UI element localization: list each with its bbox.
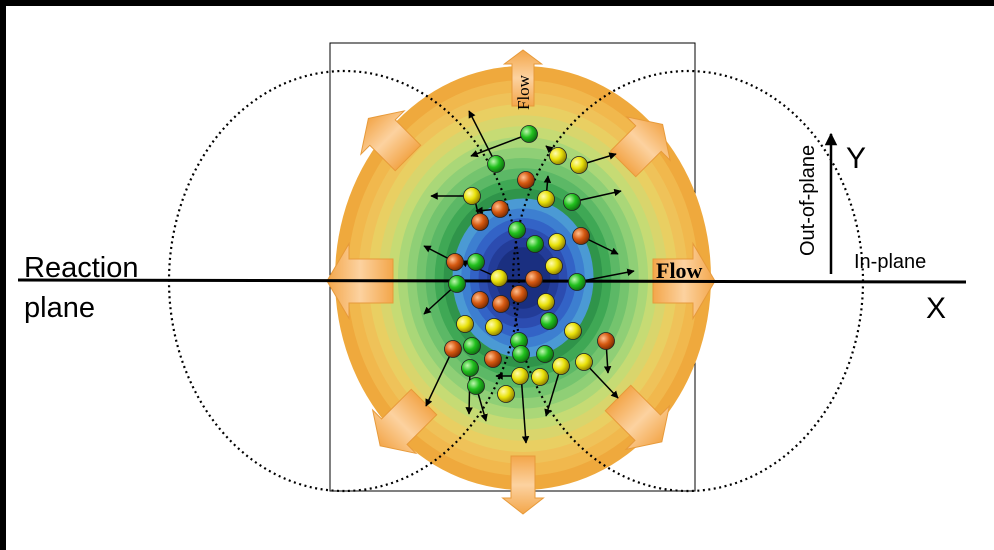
- particle-red: [491, 200, 509, 218]
- particle-red: [517, 171, 535, 189]
- particle-green: [467, 377, 485, 395]
- particle-yellow: [463, 187, 481, 205]
- block-arrow-icon: [604, 384, 671, 451]
- momentum-arrow: [470, 133, 530, 158]
- particle-yellow: [537, 190, 555, 208]
- particle-yellow: [570, 156, 588, 174]
- particle-yellow: [537, 293, 555, 311]
- particle-red: [572, 227, 590, 245]
- flow-out-of-plane-label: Flow: [514, 75, 533, 110]
- particle-red: [597, 332, 615, 350]
- particle-yellow: [552, 357, 570, 375]
- particle-yellow: [490, 269, 508, 287]
- momentum-arrow: [520, 373, 530, 444]
- particle-green: [508, 221, 526, 239]
- block-arrow-icon: [609, 116, 671, 178]
- particle-red: [444, 340, 462, 358]
- particle-yellow: [497, 385, 515, 403]
- particle-red: [446, 253, 464, 271]
- momentum-arrow: [425, 348, 454, 407]
- particle-red: [492, 295, 510, 313]
- particle-green: [463, 337, 481, 355]
- particle-yellow: [511, 367, 529, 385]
- particle-red: [471, 291, 489, 309]
- particle-green: [461, 359, 479, 377]
- block-arrow-icon: [371, 388, 438, 455]
- momentum-arrow: [468, 110, 497, 165]
- particle-yellow: [549, 147, 567, 165]
- particle-green: [536, 345, 554, 363]
- particle-yellow: [564, 322, 582, 340]
- in-plane-label: In-plane: [854, 251, 927, 273]
- y-axis-label: Y: [846, 142, 867, 175]
- particle-green: [520, 125, 538, 143]
- particle-red: [471, 213, 489, 231]
- particle-green: [487, 155, 505, 173]
- particles: [444, 125, 615, 403]
- particle-red: [525, 270, 543, 288]
- particle-green: [467, 253, 485, 271]
- contour-ring: [495, 247, 551, 309]
- particle-red: [510, 285, 528, 303]
- reaction-plane-label-line2: plane: [24, 292, 95, 324]
- particle-green: [448, 275, 466, 293]
- block-arrow-icon: [360, 110, 422, 172]
- x-axis-label: X: [926, 292, 947, 325]
- particle-yellow: [548, 233, 566, 251]
- diagram-canvas: Reaction plane X Y In-plane Out-of-plane…: [6, 6, 994, 550]
- flow-in-plane-label: Flow: [656, 258, 703, 283]
- particle-green: [512, 345, 530, 363]
- particle-yellow: [545, 257, 563, 275]
- particle-green: [526, 235, 544, 253]
- particle-yellow: [485, 318, 503, 336]
- particle-green: [563, 193, 581, 211]
- particle-yellow: [575, 353, 593, 371]
- reaction-plane-label: Reaction: [24, 252, 139, 284]
- particle-yellow: [531, 368, 549, 386]
- block-arrow-icon: [501, 455, 545, 515]
- elliptic-flow-diagram: [17, 42, 967, 515]
- particle-red: [484, 350, 502, 368]
- out-of-plane-label: Out-of-plane: [797, 144, 819, 256]
- particle-green: [568, 273, 586, 291]
- block-arrow-icon: [502, 49, 544, 107]
- particle-yellow: [456, 315, 474, 333]
- momentum-arrow: [576, 268, 635, 283]
- particle-green: [540, 312, 558, 330]
